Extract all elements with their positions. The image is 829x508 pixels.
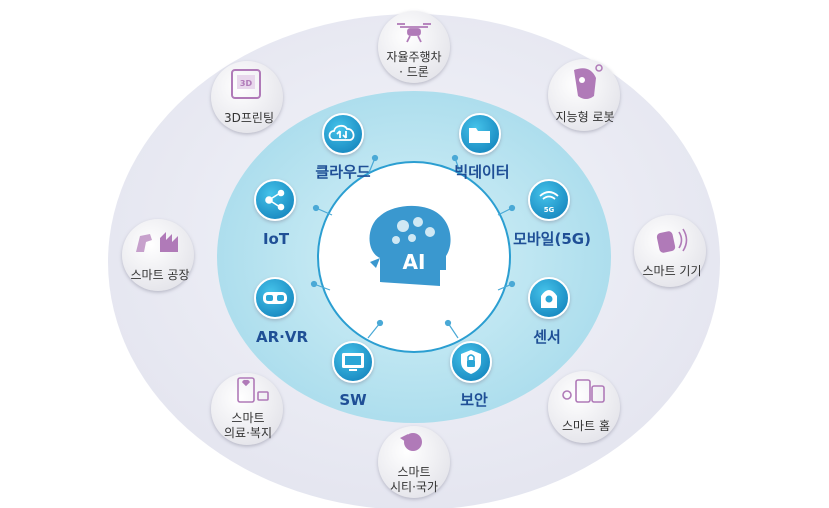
tech-label-cloud: 클라우드	[315, 163, 371, 181]
tech-circle-cloud	[322, 113, 364, 155]
app-label-3dprint: 3D프린팅	[224, 111, 274, 125]
smart-home-icon	[562, 379, 605, 403]
factory-icon	[136, 232, 178, 252]
tech-circle-bigdata	[459, 113, 501, 155]
tech-label-arvr: AR·VR	[255, 328, 309, 346]
tech-label-sensor: 센서	[533, 328, 561, 346]
tech-circle-iot	[254, 179, 296, 221]
tech-label-sw: SW	[339, 391, 367, 409]
folder-icon	[469, 128, 490, 143]
smart-city-icon	[400, 433, 422, 451]
cloud-sync-icon	[328, 124, 355, 141]
smart-device-icon	[656, 228, 688, 253]
app-label-smart-city: 스마트 시티·국가	[390, 465, 438, 494]
security-lock-icon	[461, 350, 481, 374]
tech-label-mobile: 모바일(5G)	[513, 230, 591, 248]
wifi-5g-text: 5G	[544, 206, 555, 214]
sensor-icon	[541, 290, 557, 308]
3d-printer-icon: 3D	[231, 69, 261, 99]
network-nodes-icon	[265, 189, 285, 211]
drone-icon	[397, 23, 431, 43]
app-label-medical: 스마트 의료·복지	[224, 411, 272, 440]
tech-circle-sensor	[528, 277, 570, 319]
app-circle-smart-city	[378, 426, 450, 498]
robot-head-icon	[574, 64, 603, 99]
app-circle-drone	[378, 11, 450, 83]
app-circle-medical	[211, 373, 283, 445]
connector-lines	[310, 154, 516, 339]
app-label-robot: 지능형 로봇	[555, 110, 615, 124]
app-label-smart-home: 스마트 홈	[562, 419, 610, 433]
monitor-icon	[342, 353, 364, 371]
app-label-factory: 스마트 공장	[130, 268, 190, 282]
ai-head-icon	[369, 205, 451, 286]
tech-circle-arvr	[254, 277, 296, 319]
ai-label: AI	[402, 250, 426, 274]
wifi-5g-icon	[539, 191, 559, 200]
app-circle-smart-home	[548, 371, 620, 443]
app-circle-factory	[122, 219, 194, 291]
vr-headset-icon	[263, 292, 287, 304]
tech-circle-security	[450, 341, 492, 383]
app-circle-3dprint: 3D	[211, 61, 283, 133]
3d-printer-text: 3D	[240, 79, 253, 88]
tech-label-security: 보안	[460, 391, 488, 409]
app-circle-smart-device	[634, 215, 706, 287]
app-label-drone: 자율주행차 · 드론	[386, 50, 442, 79]
app-circle-robot	[548, 59, 620, 131]
app-label-smart-device: 스마트 기기	[642, 264, 702, 278]
tech-label-bigdata: 빅데이터	[454, 163, 510, 181]
tech-label-iot: IoT	[262, 230, 290, 248]
tech-circle-mobile: 5G	[528, 179, 570, 221]
medical-welfare-icon	[237, 377, 269, 403]
tech-circle-sw	[332, 341, 374, 383]
